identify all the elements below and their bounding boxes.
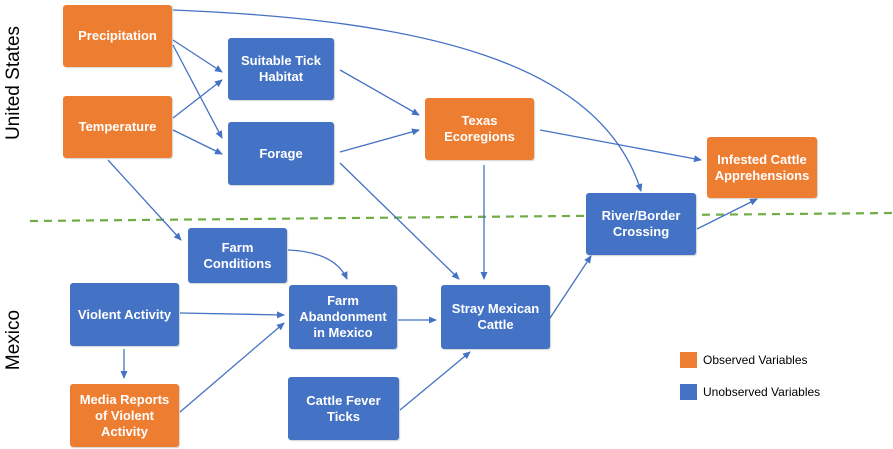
edge-suitable-tick-habitat-to-texas-ecoregions (339, 69, 420, 116)
edge-temperature-to-forage (172, 129, 223, 155)
node-suitable-tick-habitat: Suitable Tick Habitat (228, 38, 334, 100)
node-cattle-fever-ticks: Cattle Fever Ticks (288, 377, 399, 440)
edge-precipitation-to-forage (172, 44, 223, 139)
node-stray-mexican-cattle: Stray Mexican Cattle (441, 285, 550, 349)
edge-cattle-fever-ticks-to-stray-mexican-cattle (399, 351, 471, 411)
edge-farm-conditions-to-farm-abandonment (287, 249, 348, 280)
legend-label-observed: Observed Variables (703, 353, 808, 367)
node-farm-abandonment: Farm Abandonment in Mexico (289, 285, 397, 349)
node-infested-cattle-apprehensions: Infested Cattle Apprehensions (707, 137, 817, 198)
edge-river-border-crossing-to-infested-cattle-apprehensions (696, 198, 758, 230)
edge-precipitation-to-suitable-tick-habitat (172, 39, 223, 73)
node-forage: Forage (228, 122, 334, 185)
edge-temperature-to-suitable-tick-habitat (172, 79, 223, 119)
edge-forage-to-stray-mexican-cattle (339, 162, 460, 280)
legend-swatch-unobserved (680, 384, 697, 400)
edge-temperature-to-farm-conditions (107, 159, 182, 241)
legend-label-unobserved: Unobserved Variables (703, 385, 821, 399)
node-media-reports: Media Reports of Violent Activity (70, 384, 179, 447)
edge-forage-to-texas-ecoregions (339, 128, 420, 153)
us-mexico-border-line (29, 211, 893, 223)
node-temperature: Temperature (63, 96, 172, 158)
edge-texas-ecoregions-to-infested-cattle-apprehensions (539, 129, 702, 163)
node-river-border-crossing: River/Border Crossing (586, 193, 696, 255)
node-precipitation: Precipitation (63, 5, 172, 67)
legend-swatch-observed (680, 352, 697, 368)
edge-media-reports-to-farm-abandonment (179, 322, 285, 413)
node-farm-conditions: Farm Conditions (188, 228, 287, 283)
region-label-mexico: Mexico (3, 309, 24, 371)
node-texas-ecoregions: Texas Ecoregions (425, 98, 534, 160)
region-label-united-states: United States (3, 25, 24, 141)
edge-violent-activity-to-farm-abandonment (179, 311, 285, 319)
edge-stray-mexican-cattle-to-river-border-crossing (549, 255, 592, 319)
edge-precipitation-to-river-border-crossing (172, 9, 643, 192)
node-violent-activity: Violent Activity (70, 283, 179, 346)
